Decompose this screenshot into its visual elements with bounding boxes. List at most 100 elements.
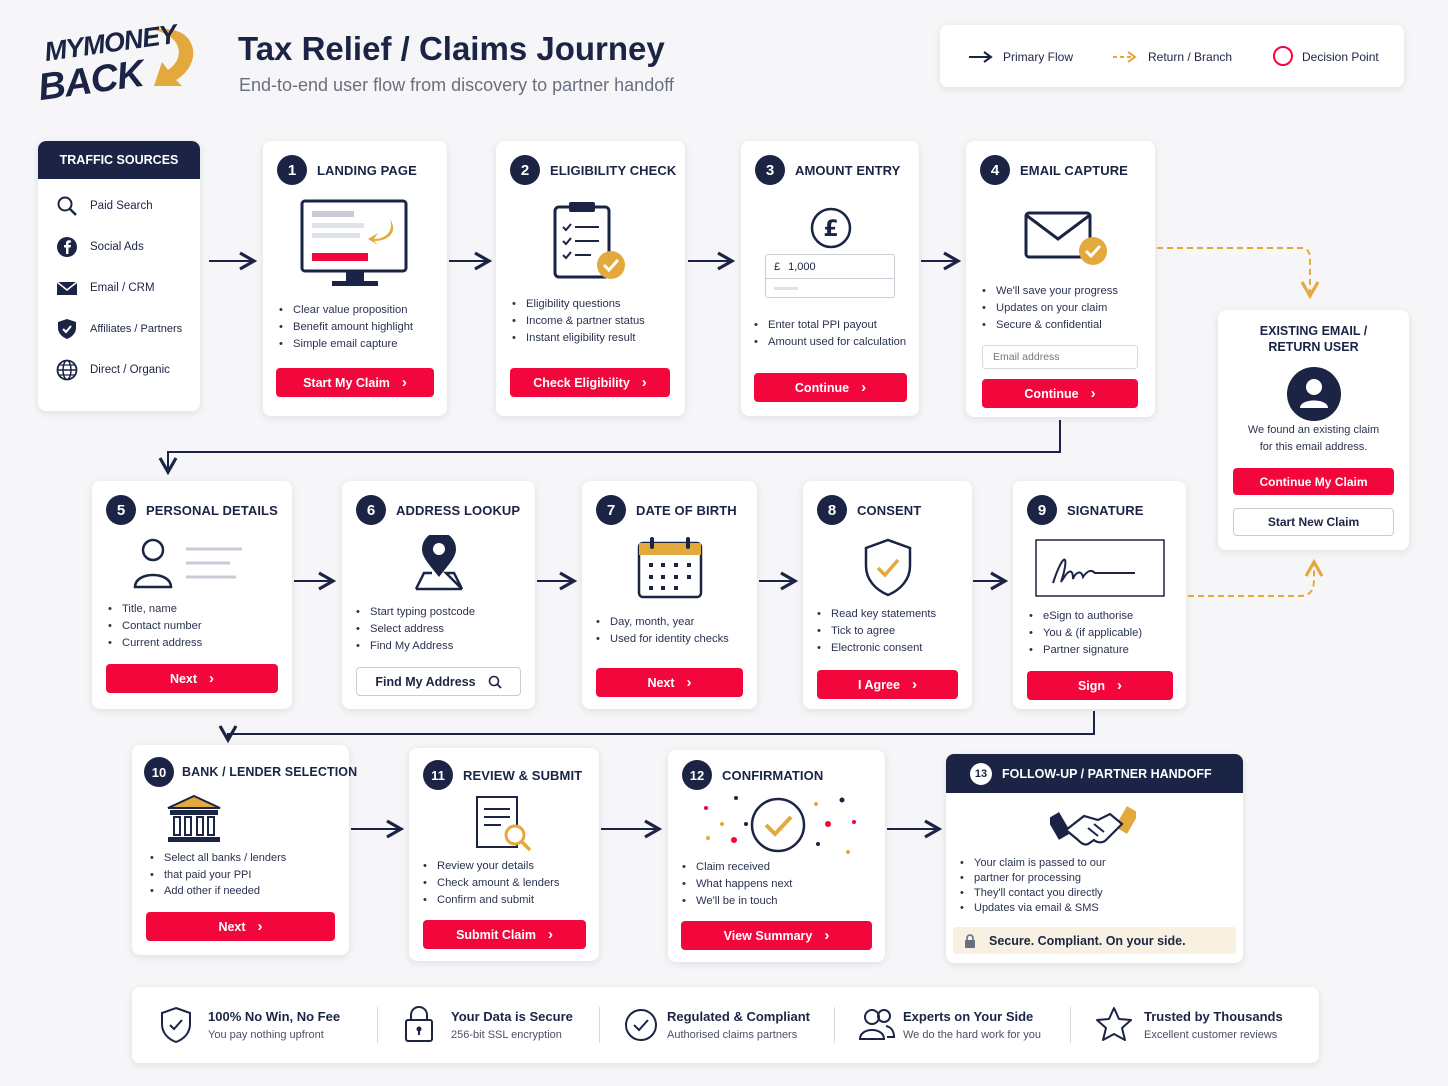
step-number: 10: [144, 757, 174, 787]
amount-value: 1,000: [788, 260, 816, 273]
step-number: 8: [817, 495, 847, 525]
document-search-icon: [476, 796, 532, 852]
return-arrow: [1188, 558, 1324, 597]
step-number: 5: [106, 495, 136, 525]
traffic-sources-header: TRAFFIC SOURCES: [38, 141, 200, 179]
search-icon: [57, 196, 77, 216]
step-title: SIGNATURE: [1067, 502, 1144, 518]
legend: Primary Flow Return / Branch Decision Po…: [940, 25, 1404, 87]
step-bullets: Day, month, year Used for identity check…: [596, 614, 729, 648]
button-label: Start My Claim: [303, 375, 390, 390]
step-bullets: eSign to authorise You & (if applicable)…: [1029, 608, 1142, 659]
check-eligibility-button[interactable]: Check Eligibility›: [510, 368, 670, 397]
traffic-item-affiliates[interactable]: Affiliates / Partners: [56, 318, 182, 340]
next-button[interactable]: Next›: [106, 664, 278, 693]
continue-button[interactable]: Continue›: [754, 373, 907, 402]
trust-footer: 100% No Win, No Fee You pay nothing upfr…: [132, 987, 1319, 1063]
currency-prefix: £: [774, 260, 781, 273]
bullet: Select address: [356, 621, 475, 638]
flow-arrow: [158, 420, 1061, 476]
traffic-item-label: Direct / Organic: [90, 364, 170, 376]
next-button[interactable]: Next›: [596, 668, 743, 697]
continue-button[interactable]: Continue›: [982, 379, 1138, 408]
bullet: Updates on your claim: [982, 300, 1118, 317]
bullet: Electronic consent: [817, 640, 936, 657]
traffic-item-direct-organic[interactable]: Direct / Organic: [56, 359, 170, 381]
continue-my-claim-button[interactable]: Continue My Claim: [1233, 468, 1394, 495]
footer-divider: [377, 1007, 378, 1043]
existing-text-line-2: for this email address.: [1259, 441, 1368, 453]
lock-icon: [965, 933, 975, 948]
step-bullets: Start typing postcode Select address Fin…: [356, 604, 475, 655]
step-number: 7: [596, 495, 626, 525]
map-pin-icon: [414, 535, 464, 591]
button-label: Continue My Claim: [1259, 474, 1368, 489]
start-my-claim-button[interactable]: Start My Claim›: [276, 368, 434, 397]
next-button[interactable]: Next ›: [146, 912, 335, 941]
return-flow-arrow-icon: [1113, 51, 1137, 63]
check-circle-icon: [625, 1009, 657, 1041]
svg-text:£: £: [823, 217, 838, 242]
view-summary-button[interactable]: View Summary›: [681, 921, 872, 950]
bullet: Amount used for calculation: [754, 334, 906, 351]
globe-icon: [56, 359, 78, 381]
button-label: I Agree: [858, 677, 900, 692]
footer-divider: [1070, 1007, 1071, 1043]
step-number: 2: [510, 155, 540, 185]
chevron-right-icon: ›: [547, 926, 553, 943]
step-number: 6: [356, 495, 386, 525]
step-bullets: We'll save your progress Updates on your…: [982, 283, 1118, 334]
secure-note-text: Secure. Compliant. On your side.: [989, 933, 1186, 948]
bullet: Benefit amount highlight: [279, 319, 413, 336]
bullet: Income & partner status: [512, 313, 645, 330]
bullet: Instant eligibility result: [512, 330, 645, 347]
email-field[interactable]: [982, 345, 1138, 369]
i-agree-button[interactable]: I Agree›: [817, 670, 958, 699]
start-new-claim-button[interactable]: Start New Claim: [1233, 508, 1394, 536]
bullet: Contact number: [108, 618, 202, 635]
step-number: 12: [682, 760, 712, 790]
amount-input[interactable]: £ 1,000: [765, 254, 895, 298]
traffic-item-email-crm[interactable]: Email / CRM: [56, 277, 155, 299]
footer-item-title: Regulated & Compliant: [667, 1009, 811, 1024]
bullet: Review your details: [423, 858, 560, 875]
chevron-right-icon: ›: [257, 918, 263, 935]
step-title: AMOUNT ENTRY: [795, 162, 901, 178]
search-icon: [488, 675, 502, 689]
facebook-icon: [57, 237, 77, 257]
signature-pad-icon: [1035, 539, 1165, 597]
button-label: Continue: [1024, 386, 1079, 401]
step-title: EMAIL CAPTURE: [1020, 162, 1128, 178]
button-label: Next: [218, 919, 246, 934]
button-label: Sign: [1077, 678, 1106, 693]
logo-swoosh-icon: [154, 28, 194, 86]
shield-check-icon: [161, 1006, 191, 1044]
shield-check-icon: [864, 538, 912, 597]
bullet: eSign to authorise: [1029, 608, 1142, 625]
step-number: 3: [755, 155, 785, 185]
bullet: They'll contact you directly: [960, 886, 1106, 901]
existing-text-line-1: We found an existing claim: [1247, 424, 1380, 436]
traffic-item-social-ads[interactable]: Social Ads: [56, 236, 144, 258]
button-label: Check Eligibility: [533, 375, 630, 390]
bullet: Check amount & lenders: [423, 875, 560, 892]
step-title: LANDING PAGE: [317, 162, 417, 178]
button-label: View Summary: [723, 928, 813, 943]
submit-claim-button[interactable]: Submit Claim›: [423, 920, 586, 949]
existing-title-line-2: RETURN USER: [1268, 340, 1359, 354]
traffic-item-paid-search[interactable]: Paid Search: [56, 195, 153, 217]
return-arrow: [1157, 247, 1320, 300]
step-title: PERSONAL DETAILS: [146, 502, 278, 518]
step-bullets: Claim received What happens next We'll b…: [682, 859, 792, 910]
footer-item-sub: We do the hard work for you: [903, 1029, 1041, 1041]
bank-icon: [167, 794, 221, 842]
handshake-icon: [1050, 806, 1136, 846]
find-my-address-button[interactable]: Find My Address: [356, 667, 521, 696]
sign-button[interactable]: Sign›: [1027, 671, 1173, 700]
envelope-check-icon: [1024, 211, 1107, 265]
